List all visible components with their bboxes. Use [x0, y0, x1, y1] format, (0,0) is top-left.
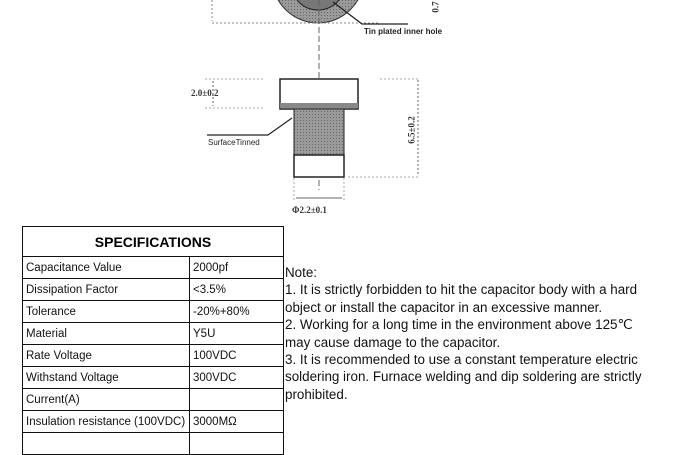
spec-key: Material: [22, 322, 190, 345]
spec-key: Dissipation Factor: [22, 278, 190, 301]
note-item: 2. Working for a long time in the enviro…: [285, 317, 633, 350]
total-height-dim: 6.5±0.2: [406, 116, 417, 144]
top-right-dim: 0.7: [430, 1, 441, 13]
spec-key: Current(A): [22, 388, 190, 411]
head-height-dim: 2.0±0.2: [191, 88, 219, 98]
spec-key: Capacitance Value: [22, 256, 190, 279]
notes: Note: 1. It is strictly forbidden to hit…: [285, 264, 645, 403]
spec-value: 100VDC: [189, 344, 284, 367]
specifications-title: SPECIFICATIONS: [22, 226, 284, 257]
spec-value: [189, 388, 284, 411]
spec-key: Tolerance: [22, 300, 190, 323]
table-row: Current(A): [22, 388, 284, 411]
side-view: [205, 78, 420, 200]
spec-value: 2000pf: [189, 256, 284, 279]
table-row: Dissipation Factor<3.5%: [22, 278, 284, 301]
notes-title: Note:: [285, 265, 318, 280]
table-row: [22, 432, 284, 455]
note-item: 3. It is recommended to use a constant t…: [285, 352, 642, 402]
spec-value: Y5U: [189, 322, 284, 345]
spec-value: <3.5%: [189, 278, 284, 301]
spec-value: 300VDC: [189, 366, 284, 389]
capacitor-drawing: [205, 0, 420, 200]
spec-value: [189, 432, 284, 455]
spec-value: 3000MΩ: [189, 410, 284, 433]
note-item: 1. It is strictly forbidden to hit the c…: [285, 282, 638, 315]
diameter-dim: Φ2.2±0.1: [292, 205, 327, 215]
table-row: Tolerance-20%+80%: [22, 300, 284, 323]
spec-key: Insulation resistance (100VDC): [22, 410, 190, 433]
spec-key: [22, 432, 190, 455]
surface-tinned-label: SurfaceTinned: [208, 138, 260, 147]
top-view: [211, 0, 408, 25]
spec-key: Withstand Voltage: [22, 366, 190, 389]
spec-key: Rate Voltage: [22, 344, 190, 367]
spec-value: -20%+80%: [189, 300, 284, 323]
inner-hole-label: Tin plated inner hole: [364, 27, 443, 36]
table-row: Insulation resistance (100VDC)3000MΩ: [22, 410, 284, 433]
